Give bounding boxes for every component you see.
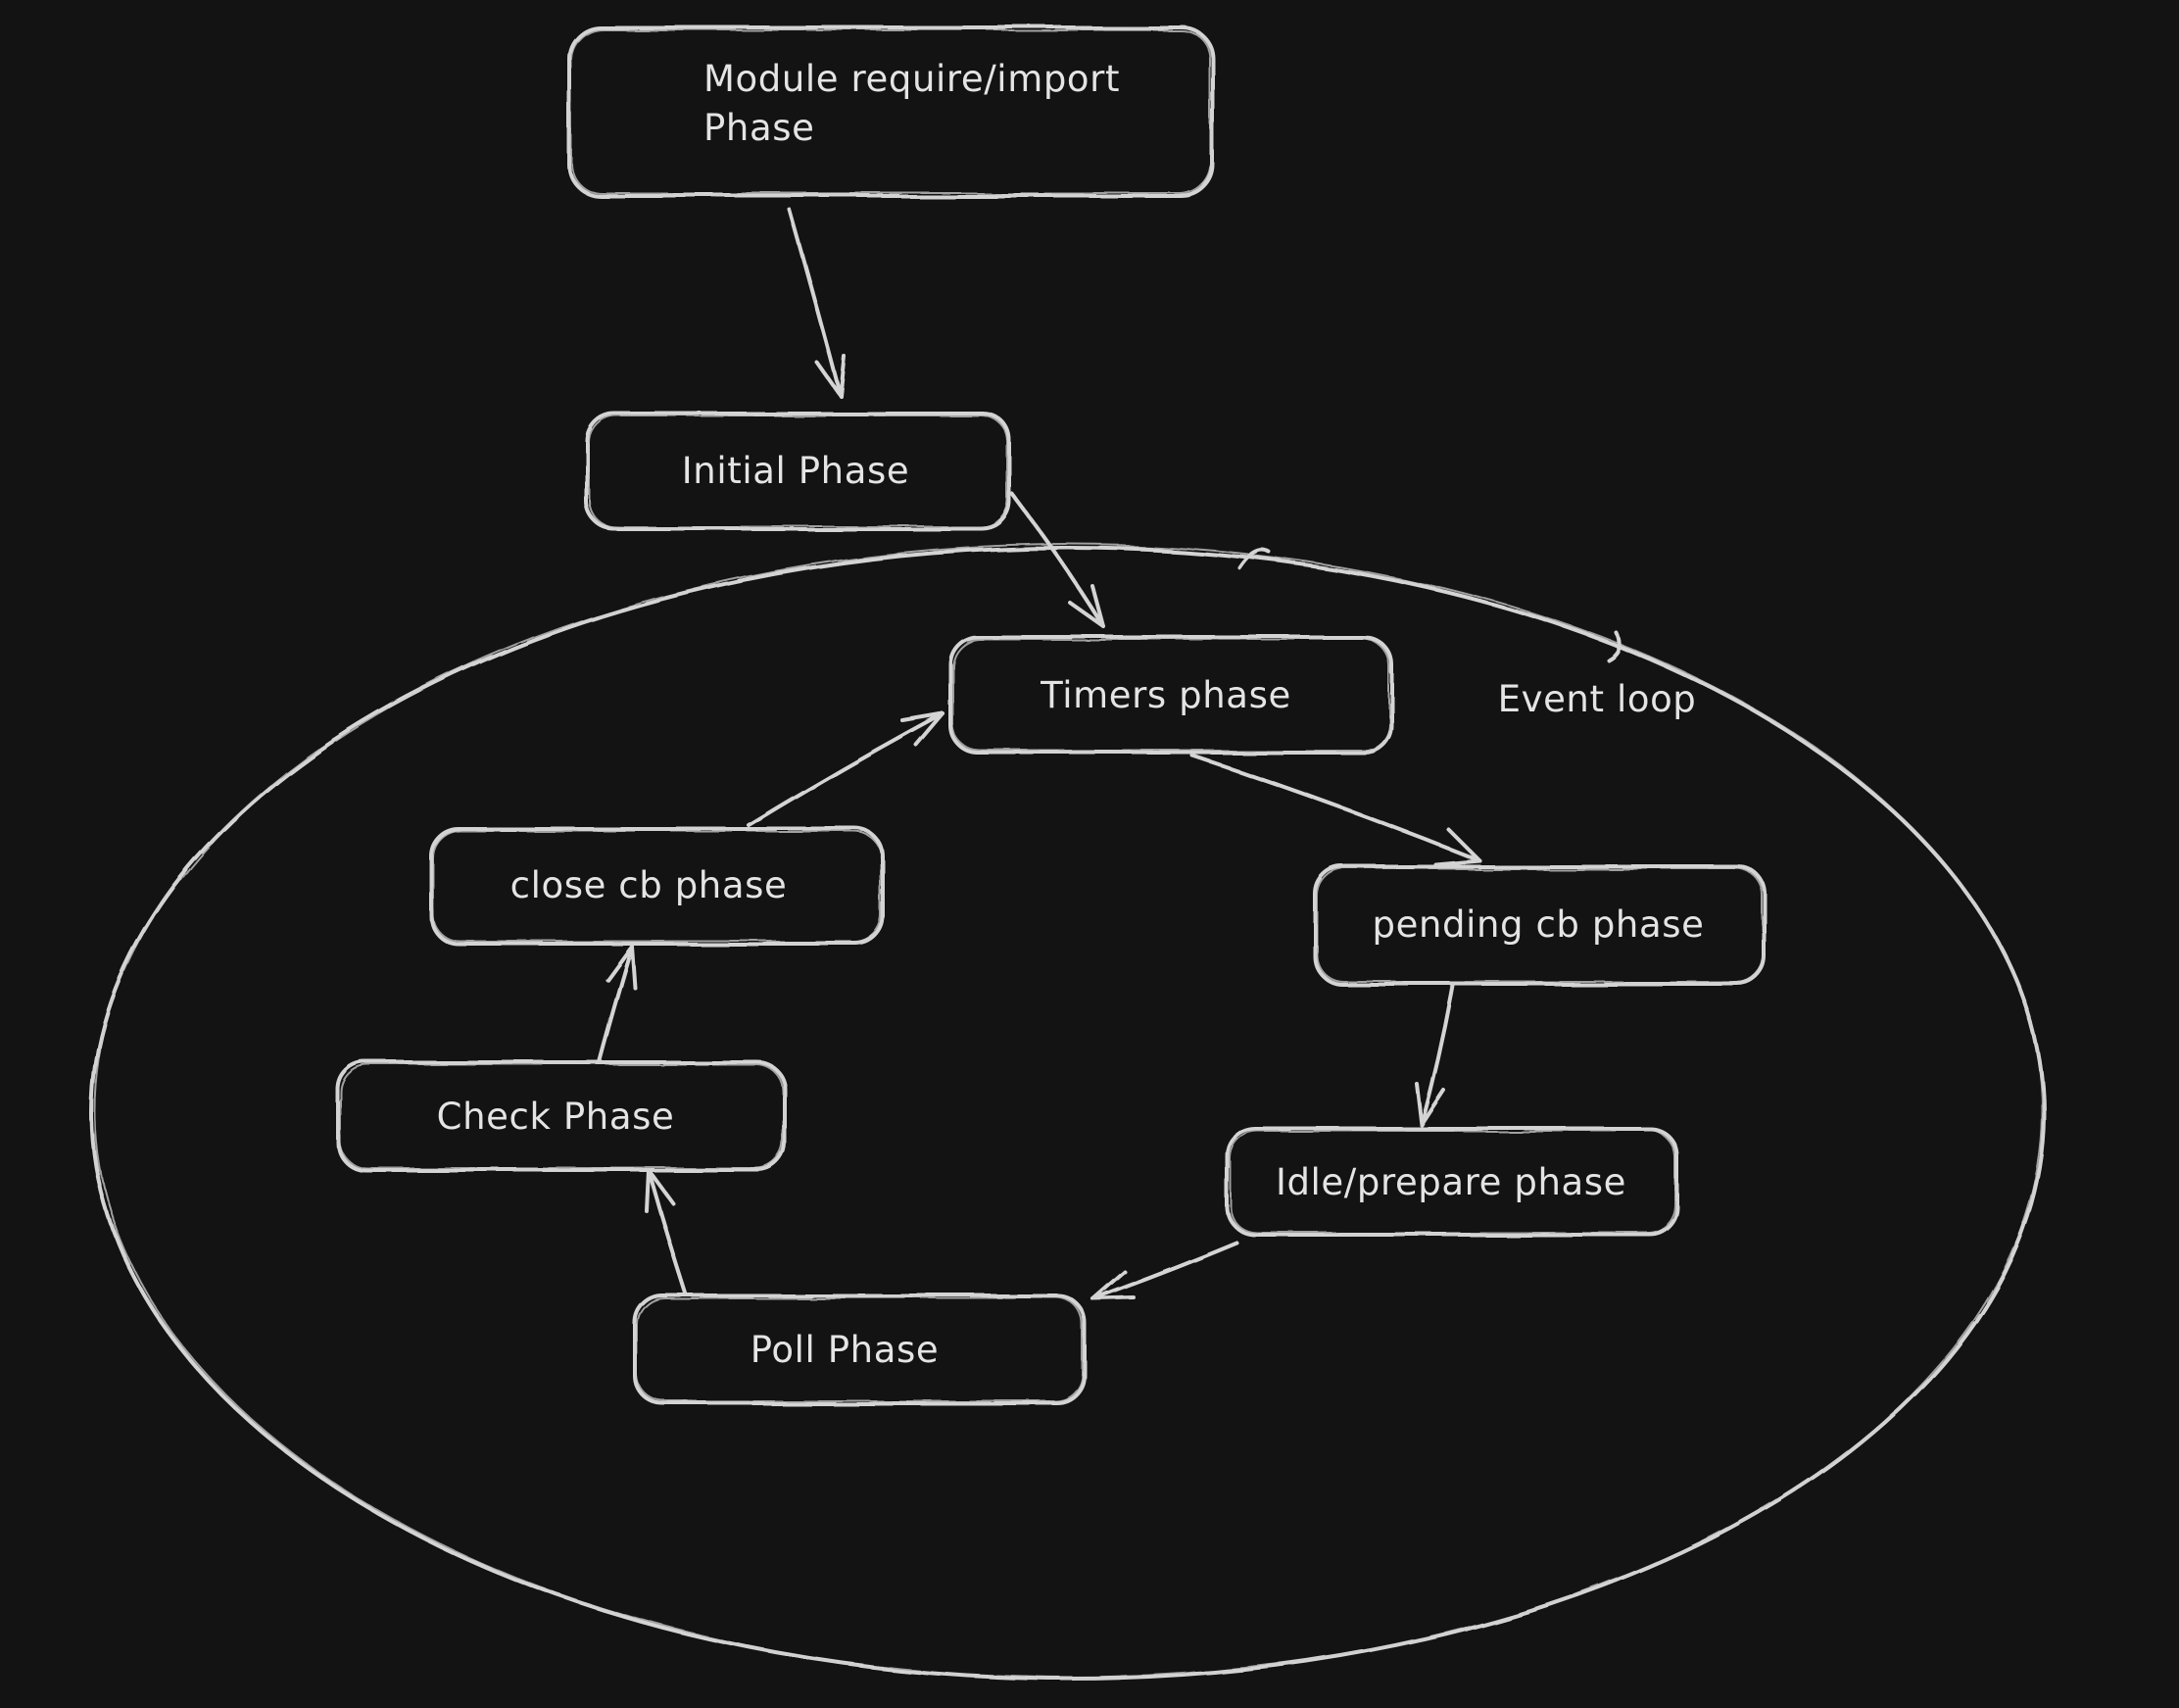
arrow-module-to-initial xyxy=(788,208,847,398)
node-box-poll-overdraw xyxy=(636,1296,1084,1402)
event-loop-ellipse-overdraw xyxy=(94,544,2044,1679)
node-label-check: Check Phase xyxy=(436,1095,675,1138)
arrow-check-to-close xyxy=(598,945,637,1062)
node-box-check-overdraw xyxy=(339,1063,784,1169)
arrow-timers-to-pending xyxy=(1190,754,1481,866)
arrow-pending-to-idle xyxy=(1415,984,1455,1127)
node-label-timers: Timers phase xyxy=(1041,673,1291,716)
node-label-module-line2: Phase xyxy=(703,107,815,149)
node-label-close: close cb phase xyxy=(509,863,788,906)
node-label-idle: Idle/prepare phase xyxy=(1275,1160,1627,1203)
node-box-close xyxy=(429,827,885,946)
node-box-module-overdraw xyxy=(570,28,1212,195)
event-loop-label: Event loop xyxy=(1497,677,1697,720)
arrow-idle-to-poll xyxy=(1090,1241,1238,1300)
ellipse-stroke-end-mark xyxy=(1238,549,1272,570)
node-box-idle-overdraw xyxy=(1229,1130,1676,1234)
arrow-initial-to-timers xyxy=(1011,493,1106,629)
ellipse-stroke-end-mark xyxy=(1606,631,1622,661)
node-label-module-line1: Module require/import xyxy=(703,58,1121,100)
node-box-idle xyxy=(1226,1127,1679,1237)
arrow-poll-to-check xyxy=(645,1168,688,1295)
node-box-close-overdraw xyxy=(432,830,882,943)
node-box-timers xyxy=(948,635,1393,755)
node-label-poll: Poll Phase xyxy=(750,1328,940,1371)
node-box-timers-overdraw xyxy=(951,638,1390,752)
node-box-check xyxy=(336,1060,787,1172)
node-box-initial-overdraw xyxy=(588,415,1009,528)
arrow-close-to-timers xyxy=(747,711,944,827)
event-loop-ellipse xyxy=(90,546,2046,1681)
node-box-pending-overdraw xyxy=(1316,867,1764,983)
node-label-pending: pending cb phase xyxy=(1372,903,1705,946)
node-box-pending xyxy=(1313,864,1767,986)
node-box-poll xyxy=(633,1293,1087,1405)
node-box-module xyxy=(567,25,1215,198)
node-label-module: Module require/import Phase xyxy=(703,55,1120,153)
node-box-initial xyxy=(585,412,1012,531)
node-label-initial: Initial Phase xyxy=(681,449,910,492)
